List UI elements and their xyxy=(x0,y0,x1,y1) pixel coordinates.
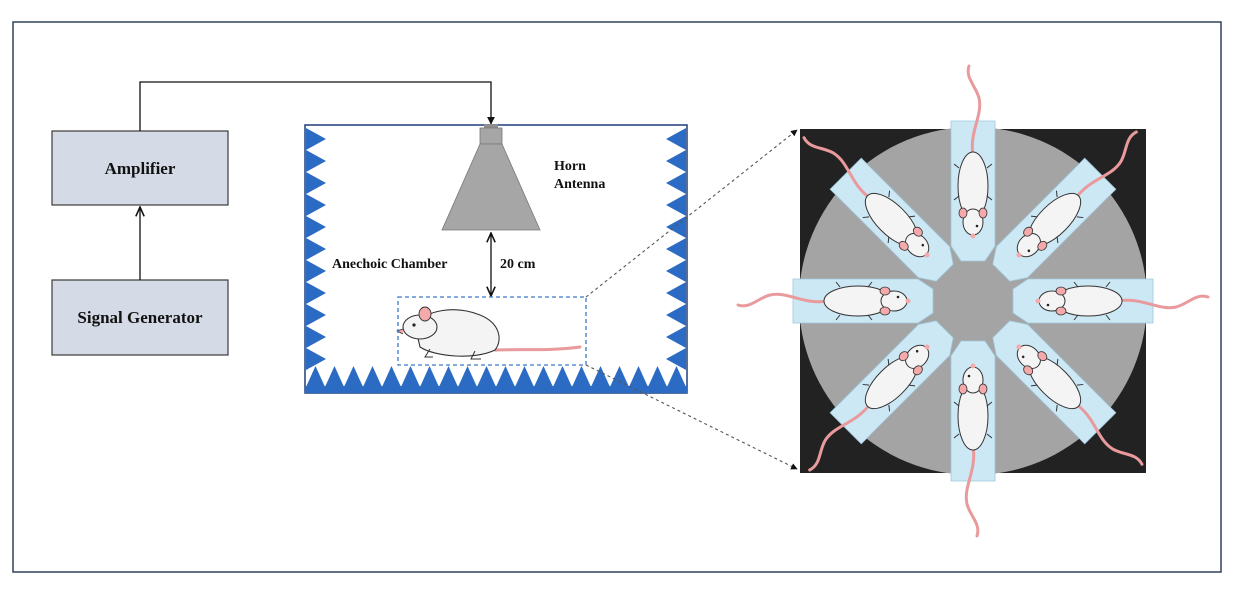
absorber-cone xyxy=(382,366,401,387)
absorber-cone xyxy=(666,150,686,172)
absorber-cone xyxy=(306,238,326,260)
zoom-connector-bottom xyxy=(585,364,798,470)
amplifier-box: Amplifier xyxy=(51,130,229,206)
absorber-cone xyxy=(306,366,325,387)
absorber-cone xyxy=(667,366,686,387)
holder-tube xyxy=(950,64,996,262)
absorber-cone xyxy=(515,366,534,387)
absorber-cone xyxy=(420,366,439,387)
absorber-cone xyxy=(401,366,420,387)
holder-tube xyxy=(950,340,996,538)
absorber-cone xyxy=(306,326,326,348)
absorber-cone xyxy=(306,304,326,326)
absorber-cone xyxy=(666,304,686,326)
holder-tube xyxy=(1012,278,1210,324)
absorber-cone xyxy=(572,366,591,387)
absorber-cone xyxy=(534,366,553,387)
absorber-cone xyxy=(666,238,686,260)
absorber-cone xyxy=(325,366,344,387)
absorber-cone xyxy=(666,128,686,150)
holder-tube xyxy=(992,320,1155,483)
amplifier-to-antenna-cable xyxy=(139,81,495,131)
absorber-cone xyxy=(439,366,458,387)
horn-antenna-label-line1: Horn xyxy=(554,159,586,174)
left-wall-absorbers xyxy=(306,128,326,370)
signal-generator-label: Signal Generator xyxy=(77,308,203,327)
horn-antenna-icon xyxy=(441,124,541,231)
absorber-cone xyxy=(306,194,326,216)
floor-absorbers xyxy=(305,366,687,393)
signal-generator-box: Signal Generator xyxy=(51,279,229,356)
anechoic-chamber-label: Anechoic Chamber xyxy=(332,257,448,272)
distance-label: 20 cm xyxy=(500,257,536,272)
absorber-cone xyxy=(458,366,477,387)
holder-tube xyxy=(736,278,934,324)
absorber-cone xyxy=(363,366,382,387)
holder-tube xyxy=(791,119,954,282)
absorber-cone xyxy=(591,366,610,387)
right-wall-absorbers xyxy=(666,128,686,370)
floor-absorber-base xyxy=(305,386,687,393)
absorber-cone xyxy=(306,172,326,194)
absorber-cone xyxy=(553,366,572,387)
amplifier-label: Amplifier xyxy=(105,159,176,178)
absorber-cone xyxy=(306,282,326,304)
horn-antenna-label-line2: Antenna xyxy=(554,177,605,192)
absorber-cone xyxy=(344,366,363,387)
absorber-cone xyxy=(306,128,326,150)
rat-icon xyxy=(395,306,582,360)
exposure-holder xyxy=(736,64,1210,538)
absorber-cone xyxy=(648,366,667,387)
absorber-cone xyxy=(306,150,326,172)
zoom-region-box xyxy=(397,296,587,366)
holder-tube xyxy=(992,119,1155,282)
absorber-cone xyxy=(496,366,515,387)
absorber-cone xyxy=(666,172,686,194)
absorber-cone xyxy=(306,260,326,282)
absorber-cone xyxy=(666,194,686,216)
absorber-cone xyxy=(666,326,686,348)
figure-frame xyxy=(12,21,1222,573)
absorber-cone xyxy=(610,366,629,387)
absorber-cone xyxy=(629,366,648,387)
zoom-connector-top xyxy=(585,129,798,298)
holder-tube xyxy=(791,320,954,483)
absorber-cone xyxy=(306,216,326,238)
absorber-cone xyxy=(666,260,686,282)
absorber-cone xyxy=(306,348,326,370)
absorber-cone xyxy=(666,348,686,370)
holder-tubes xyxy=(736,64,1210,538)
absorber-cone xyxy=(477,366,496,387)
absorber-cone xyxy=(666,282,686,304)
